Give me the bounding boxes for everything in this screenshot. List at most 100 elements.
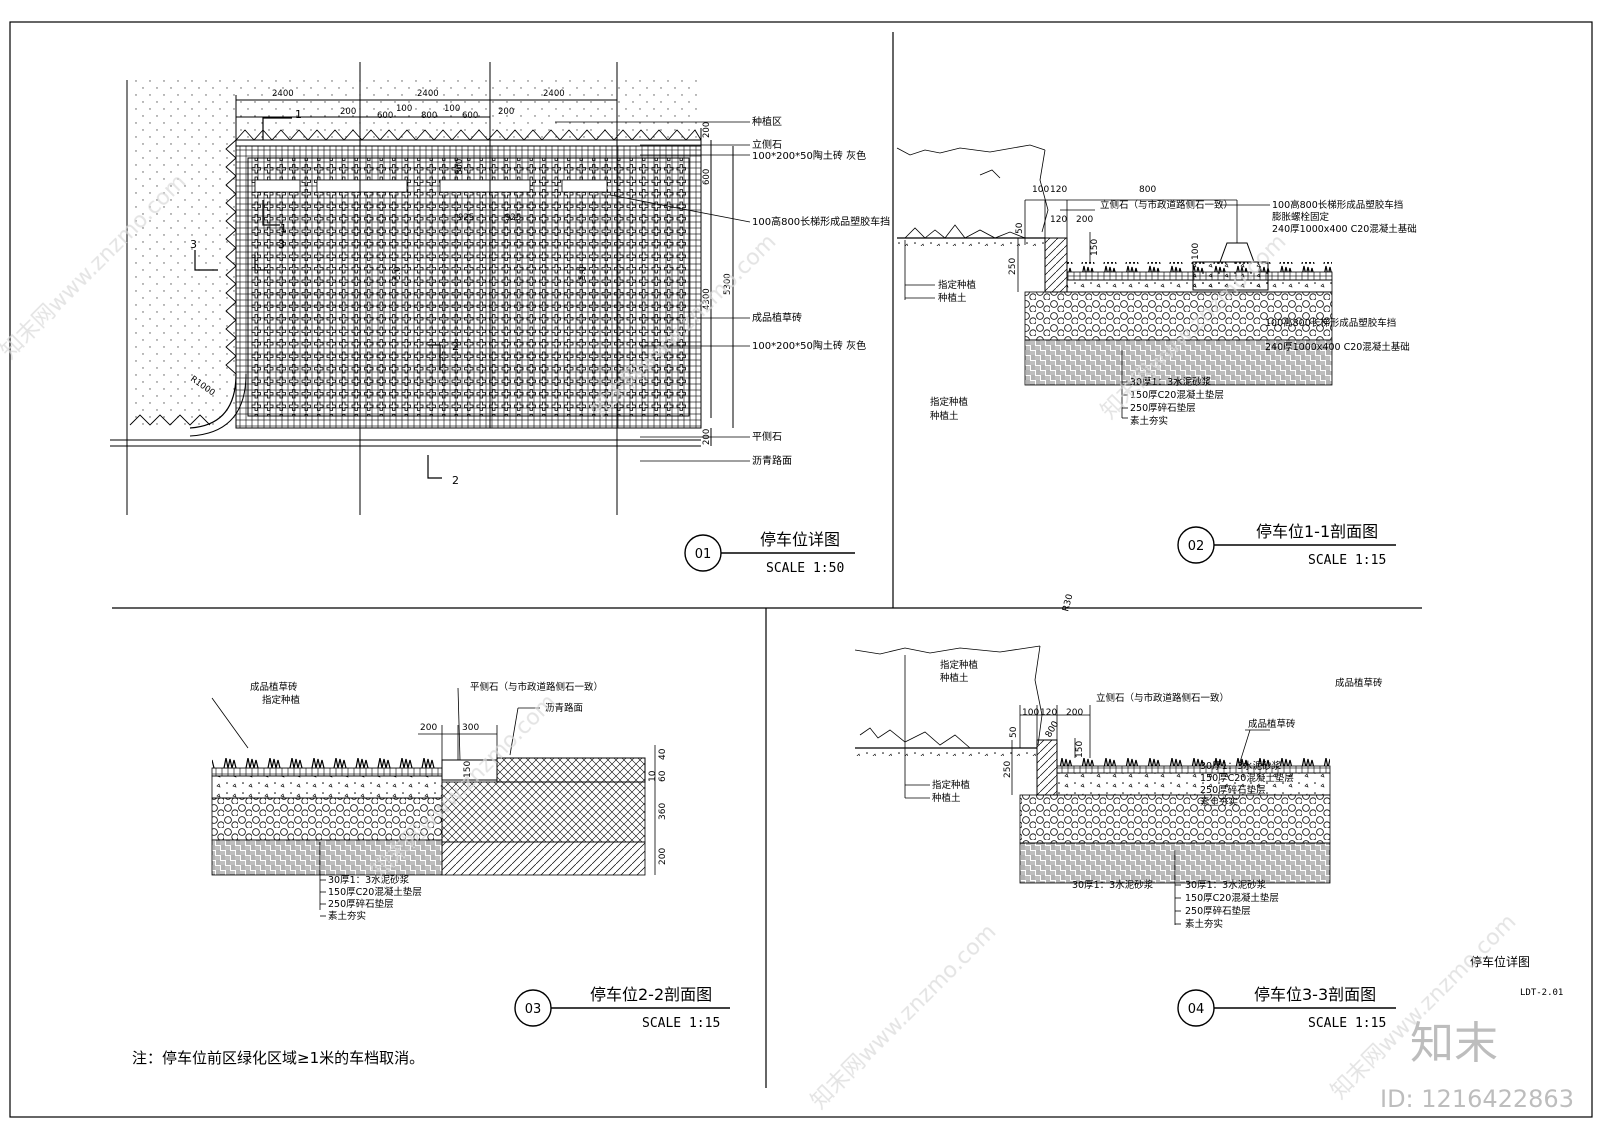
plan-label: 立侧石	[752, 138, 782, 151]
plan-label: 平侧石	[752, 430, 782, 443]
detail-scale: SCALE 1:15	[1308, 553, 1386, 568]
sec2-dim: 360	[658, 803, 668, 820]
section-mark: 1	[280, 222, 287, 235]
sec1-dim: 200	[1076, 215, 1093, 225]
brand-logo: 知末	[1410, 1018, 1498, 1069]
sec3-label: 30厚1：3水泥砂浆	[1200, 760, 1282, 772]
sec3-label: 指定种植	[940, 659, 979, 671]
sec2-layer: 250厚碎石垫层	[328, 898, 394, 910]
sec1-dim: 150	[1090, 239, 1100, 256]
plan-dim: 925	[505, 213, 521, 223]
sec1-layer: 150厚C20混凝土垫层	[1130, 389, 1224, 401]
plan-dim: 2400	[417, 89, 439, 99]
sec1-label: 种植土	[930, 410, 959, 422]
plan-label: 沥青路面	[752, 454, 792, 467]
plan-dim: 800	[455, 159, 465, 175]
plan-dim: 800	[421, 111, 437, 121]
detail-title: 停车位详图	[760, 530, 840, 549]
sec3-label: 立侧石（与市政道路侧石一致）	[1096, 692, 1229, 704]
plan-dim: 200	[498, 107, 514, 117]
section-mark: 1	[295, 108, 302, 121]
sec3-dim: 250	[1003, 761, 1013, 778]
sec1-dim: 100	[1191, 243, 1201, 260]
plan-dim: 100	[396, 104, 412, 114]
sec1-layer: 30厚1：3水泥砂浆	[1130, 376, 1212, 388]
plan-dim: 200	[702, 122, 712, 138]
detail-scale: SCALE 1:15	[642, 1016, 720, 1031]
sec3-label: 250厚碎石垫层	[1200, 784, 1266, 796]
sec1-dim: 800	[1139, 185, 1156, 195]
title-block-02: 02 停车位1-1剖面图 SCALE 1:15	[1177, 522, 1396, 568]
section-1-1: 100 120 800 120 200 50 150 250 100 立侧石（与…	[896, 144, 1417, 427]
sec1-label: 指定种植	[938, 279, 977, 291]
sec2-label: 成品植草砖	[250, 681, 298, 693]
sec2-label: 指定种植	[262, 694, 301, 706]
sec2-layer: 30厚1：3水泥砂浆	[328, 874, 410, 886]
sec2-dim: 60	[658, 770, 668, 782]
sec2-label: 平侧石（与市政道路侧石一致）	[470, 681, 603, 693]
sec1-label: 100高800长梯形成品塑胶车挡	[1272, 199, 1403, 211]
detail-number: 03	[525, 1002, 542, 1017]
section-mark: 2	[452, 474, 459, 487]
detail-number: 01	[695, 547, 712, 562]
sec2-dim: 10	[648, 770, 658, 782]
sec3-dim: 50	[1009, 726, 1019, 738]
plan-label: 100*200*50陶土砖 灰色	[752, 149, 866, 162]
detail-scale: SCALE 1:50	[766, 561, 844, 576]
plan-view: 2400 2400 2400 200 600 100 800 100 600 2…	[110, 62, 890, 515]
plan-label: 成品植草砖	[752, 311, 802, 324]
plan-label: 100*200*50陶土砖 灰色	[752, 339, 866, 352]
sec2-layer: 素土夯实	[328, 910, 366, 922]
sec2-dim: 300	[462, 723, 479, 733]
sec1-label: 240厚1000x400 C20混凝土基础	[1265, 341, 1410, 353]
section-mark: 3	[278, 238, 285, 251]
drawing-note: 注：停车位前区绿化区域≥1米的车档取消。	[132, 1049, 424, 1067]
sec3-layer: 素土夯实	[1185, 918, 1223, 930]
sec3-layer: 30厚1：3水泥砂浆	[1185, 879, 1267, 891]
sheet-title: 停车位详图	[1470, 954, 1530, 969]
section-mark: 2	[452, 340, 459, 353]
title-block-01: 01 停车位详图 SCALE 1:50	[684, 530, 855, 576]
title-block-03: 03 停车位2-2剖面图 SCALE 1:15	[514, 985, 730, 1031]
sec3-dim: 120	[1040, 708, 1057, 718]
sec2-label: 沥青路面	[545, 702, 583, 714]
sec1-dim: 250	[1008, 258, 1018, 275]
brand-id: ID: 1216422863	[1380, 1085, 1574, 1113]
plan-label: 100高800长梯形成品塑胶车挡	[752, 215, 890, 228]
sec2-layer: 150厚C20混凝土垫层	[328, 886, 422, 898]
sec1-dim: 120	[1050, 185, 1067, 195]
sec3-layer: 30厚1：3水泥砂浆	[1072, 879, 1154, 891]
sec1-layer: 素土夯实	[1130, 415, 1168, 427]
sec1-label: 指定种植	[930, 396, 969, 408]
plan-dim: 100	[444, 104, 460, 114]
section-mark: 3	[190, 238, 197, 251]
title-block-04: 04 停车位3-3剖面图 SCALE 1:15	[1177, 985, 1396, 1031]
plan-dim: 2400	[272, 89, 294, 99]
sec3-layer: 250厚碎石垫层	[1185, 905, 1251, 917]
sec2-dim: 200	[420, 723, 437, 733]
plan-dim: 2400	[543, 89, 565, 99]
sec3-dim: R30	[1061, 593, 1075, 613]
sec3-dim: 800	[1044, 719, 1061, 739]
sec1-label: 膨胀螺栓固定	[1272, 211, 1330, 223]
section-2-2: 200 300 150 40 60 10 360 200 成品植草砖 指定种植 …	[211, 681, 668, 922]
sec1-label: 100高800长梯形成品塑胶车挡	[1265, 317, 1396, 329]
sec3-label: 成品植草砖	[1248, 718, 1296, 730]
sec3-label: 种植土	[932, 792, 961, 804]
sec1-label: 240厚1000x400 C20混凝土基础	[1272, 223, 1417, 235]
plan-dim: 5.0	[578, 266, 588, 280]
sec1-layer: 250厚碎石垫层	[1130, 402, 1196, 414]
sec3-label: 成品植草砖	[1335, 677, 1383, 689]
sec1-dim: 50	[1015, 222, 1025, 234]
detail-title: 停车位3-3剖面图	[1254, 985, 1376, 1004]
sec3-dim: 100	[1022, 708, 1039, 718]
watermark: 知末网www.znzmo.com	[1327, 909, 1522, 1104]
plan-dim: 200	[340, 107, 356, 117]
plan-dim: 600	[462, 111, 478, 121]
plan-dim: 5300	[723, 273, 733, 295]
sec3-label: 指定种植	[932, 779, 971, 791]
sec1-dim: 120	[1050, 215, 1067, 225]
sec2-dim: 40	[658, 748, 668, 760]
detail-title: 停车位2-2剖面图	[590, 985, 712, 1004]
